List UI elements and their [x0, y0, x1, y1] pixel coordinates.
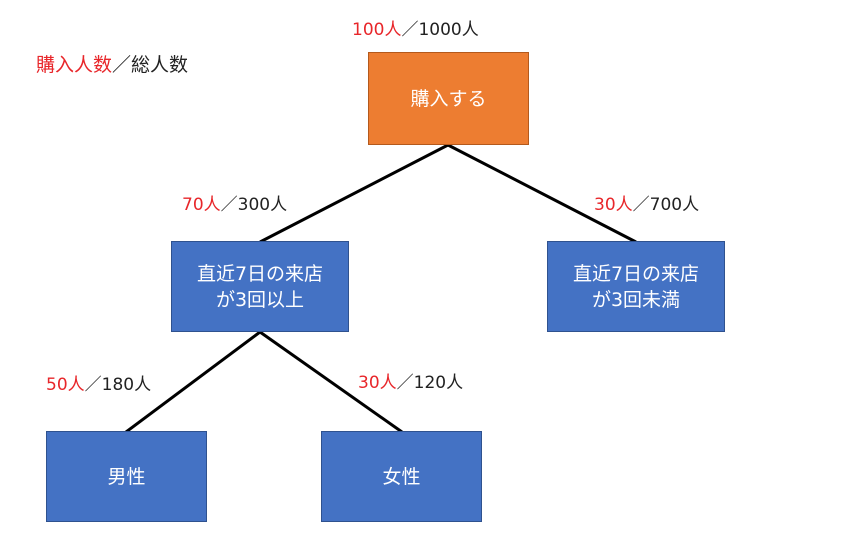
male-purchased: 50人 [46, 375, 85, 395]
node-female-line-1: 女性 [382, 465, 421, 488]
node-male-line-1: 男性 [107, 465, 146, 488]
node-right: 直近7日の来店 が3回未満 [547, 241, 725, 332]
legend: 購入人数／総人数 [36, 54, 188, 76]
left-purchased: 70人 [182, 195, 221, 215]
edge-root-left [259, 143, 449, 244]
node-male-text: 男性 [107, 464, 145, 490]
root-total: 1000人 [418, 20, 479, 40]
female-count-label: 30人／120人 [358, 372, 463, 394]
node-left-text: 直近7日の来店 が3回以上 [197, 261, 323, 313]
left-total: 300人 [237, 195, 288, 215]
right-total: 700人 [649, 195, 700, 215]
left-separator: ／ [220, 195, 238, 215]
edge-root-right [447, 143, 637, 244]
node-root: 購入する [368, 52, 529, 145]
node-left: 直近7日の来店 が3回以上 [171, 241, 349, 332]
node-left-line-2: が3回以上 [215, 288, 305, 311]
edge-left-female [259, 330, 403, 434]
right-purchased: 30人 [594, 195, 633, 215]
node-right-line-1: 直近7日の来店 [572, 262, 700, 285]
male-total: 180人 [101, 375, 152, 395]
right-separator: ／ [632, 195, 650, 215]
node-left-line-1: 直近7日の来店 [196, 262, 324, 285]
node-root-text: 購入する [410, 86, 486, 112]
legend-purchased: 購入人数 [36, 54, 113, 76]
female-total: 120人 [413, 373, 464, 393]
female-separator: ／ [396, 373, 414, 393]
node-root-line-1: 購入する [410, 87, 487, 110]
root-purchased: 100人 [352, 20, 402, 40]
left-count-label: 70人／300人 [182, 194, 287, 216]
legend-separator: ／ [112, 54, 132, 76]
male-count-label: 50人／180人 [46, 374, 151, 396]
legend-total: 総人数 [131, 54, 189, 76]
node-female: 女性 [321, 431, 482, 522]
node-male: 男性 [46, 431, 207, 522]
node-right-text: 直近7日の来店 が3回未満 [573, 261, 699, 313]
right-count-label: 30人／700人 [594, 194, 699, 216]
female-purchased: 30人 [358, 373, 397, 393]
root-count-label: 100人／1000人 [352, 19, 479, 41]
edge-left-male [125, 330, 261, 434]
node-right-line-2: が3回未満 [591, 288, 681, 311]
male-separator: ／ [84, 375, 102, 395]
root-separator: ／ [401, 20, 419, 40]
node-female-text: 女性 [382, 464, 420, 490]
